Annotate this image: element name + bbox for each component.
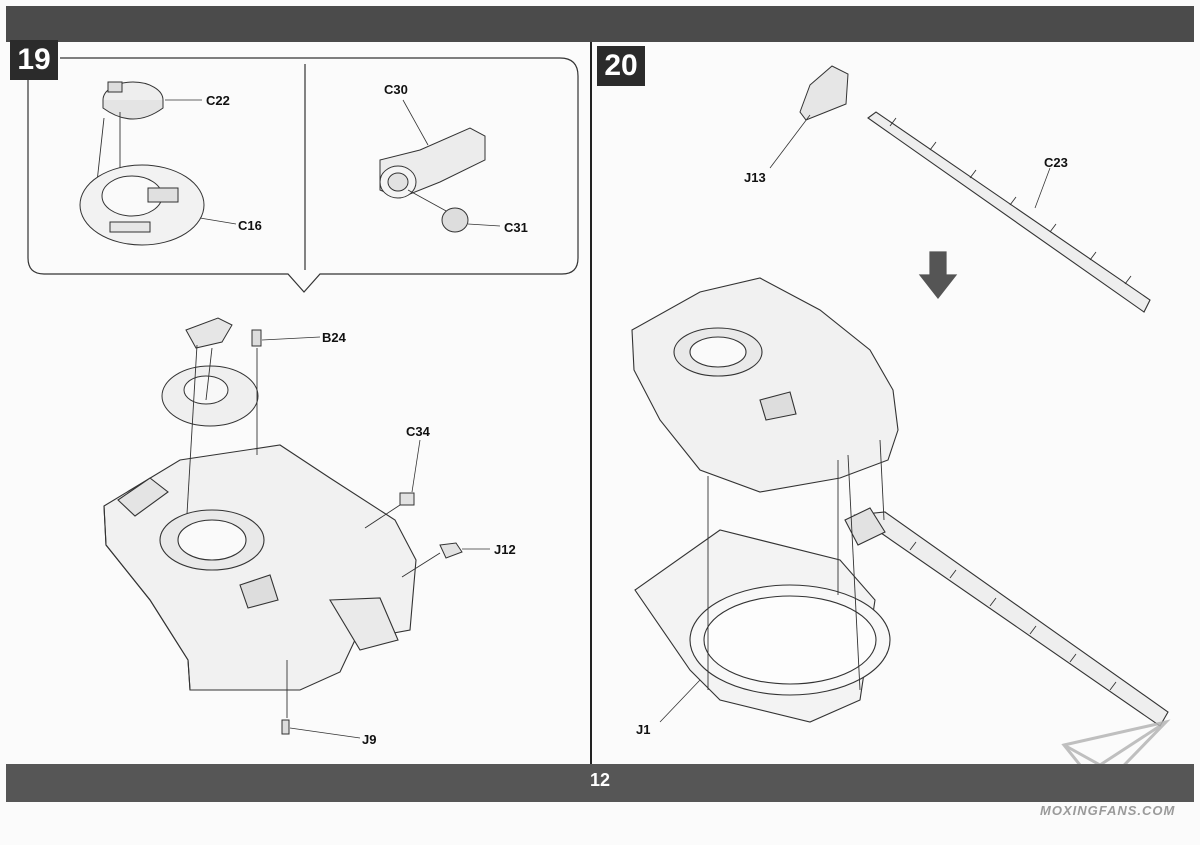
label-j9: J9 (362, 732, 377, 747)
label-c16: C16 (238, 218, 262, 233)
guide-arrow (186, 344, 198, 515)
part-c31 (441, 207, 469, 233)
part-b24 (251, 329, 262, 347)
watermark-text: MOXINGFANS.COM (1040, 803, 1176, 818)
label-j12: J12 (494, 542, 516, 557)
part-c22 (102, 81, 164, 120)
page-divider (590, 42, 592, 764)
part-c30 (379, 127, 486, 199)
guide-arrow (401, 552, 441, 578)
label-c34: C34 (406, 424, 430, 439)
label-c31: C31 (504, 220, 528, 235)
part-c23 (867, 111, 1151, 313)
part-j13 (799, 65, 849, 121)
part-j9 (281, 719, 290, 735)
top-band (6, 6, 1194, 42)
label-j13: J13 (744, 170, 766, 185)
part-c16 (79, 164, 205, 246)
label-b24: B24 (322, 330, 346, 345)
step-19-badge: 19 (10, 40, 58, 80)
label-c30: C30 (384, 82, 408, 97)
guide-arrow (847, 454, 861, 691)
guide-arrow (879, 439, 885, 521)
turret-20 (631, 277, 899, 493)
guide-arrow (364, 504, 401, 529)
part-j1 (634, 529, 891, 723)
part-c34 (399, 492, 415, 506)
part-j12 (439, 542, 463, 559)
label-c23: C23 (1044, 155, 1068, 170)
down-arrow (918, 251, 958, 299)
page-number: 12 (589, 770, 611, 790)
label-j1: J1 (636, 722, 651, 737)
subassembly-callout-box (27, 57, 579, 293)
barrel-installed (844, 507, 1169, 727)
guide-arrow (96, 117, 105, 183)
bottom-band: 12 (6, 764, 1194, 802)
turret-19 (103, 444, 417, 691)
step-20-badge: 20 (597, 46, 645, 86)
part-hatch-exploded (161, 317, 259, 427)
label-c22: C22 (206, 93, 230, 108)
guide-arrow (205, 347, 213, 401)
